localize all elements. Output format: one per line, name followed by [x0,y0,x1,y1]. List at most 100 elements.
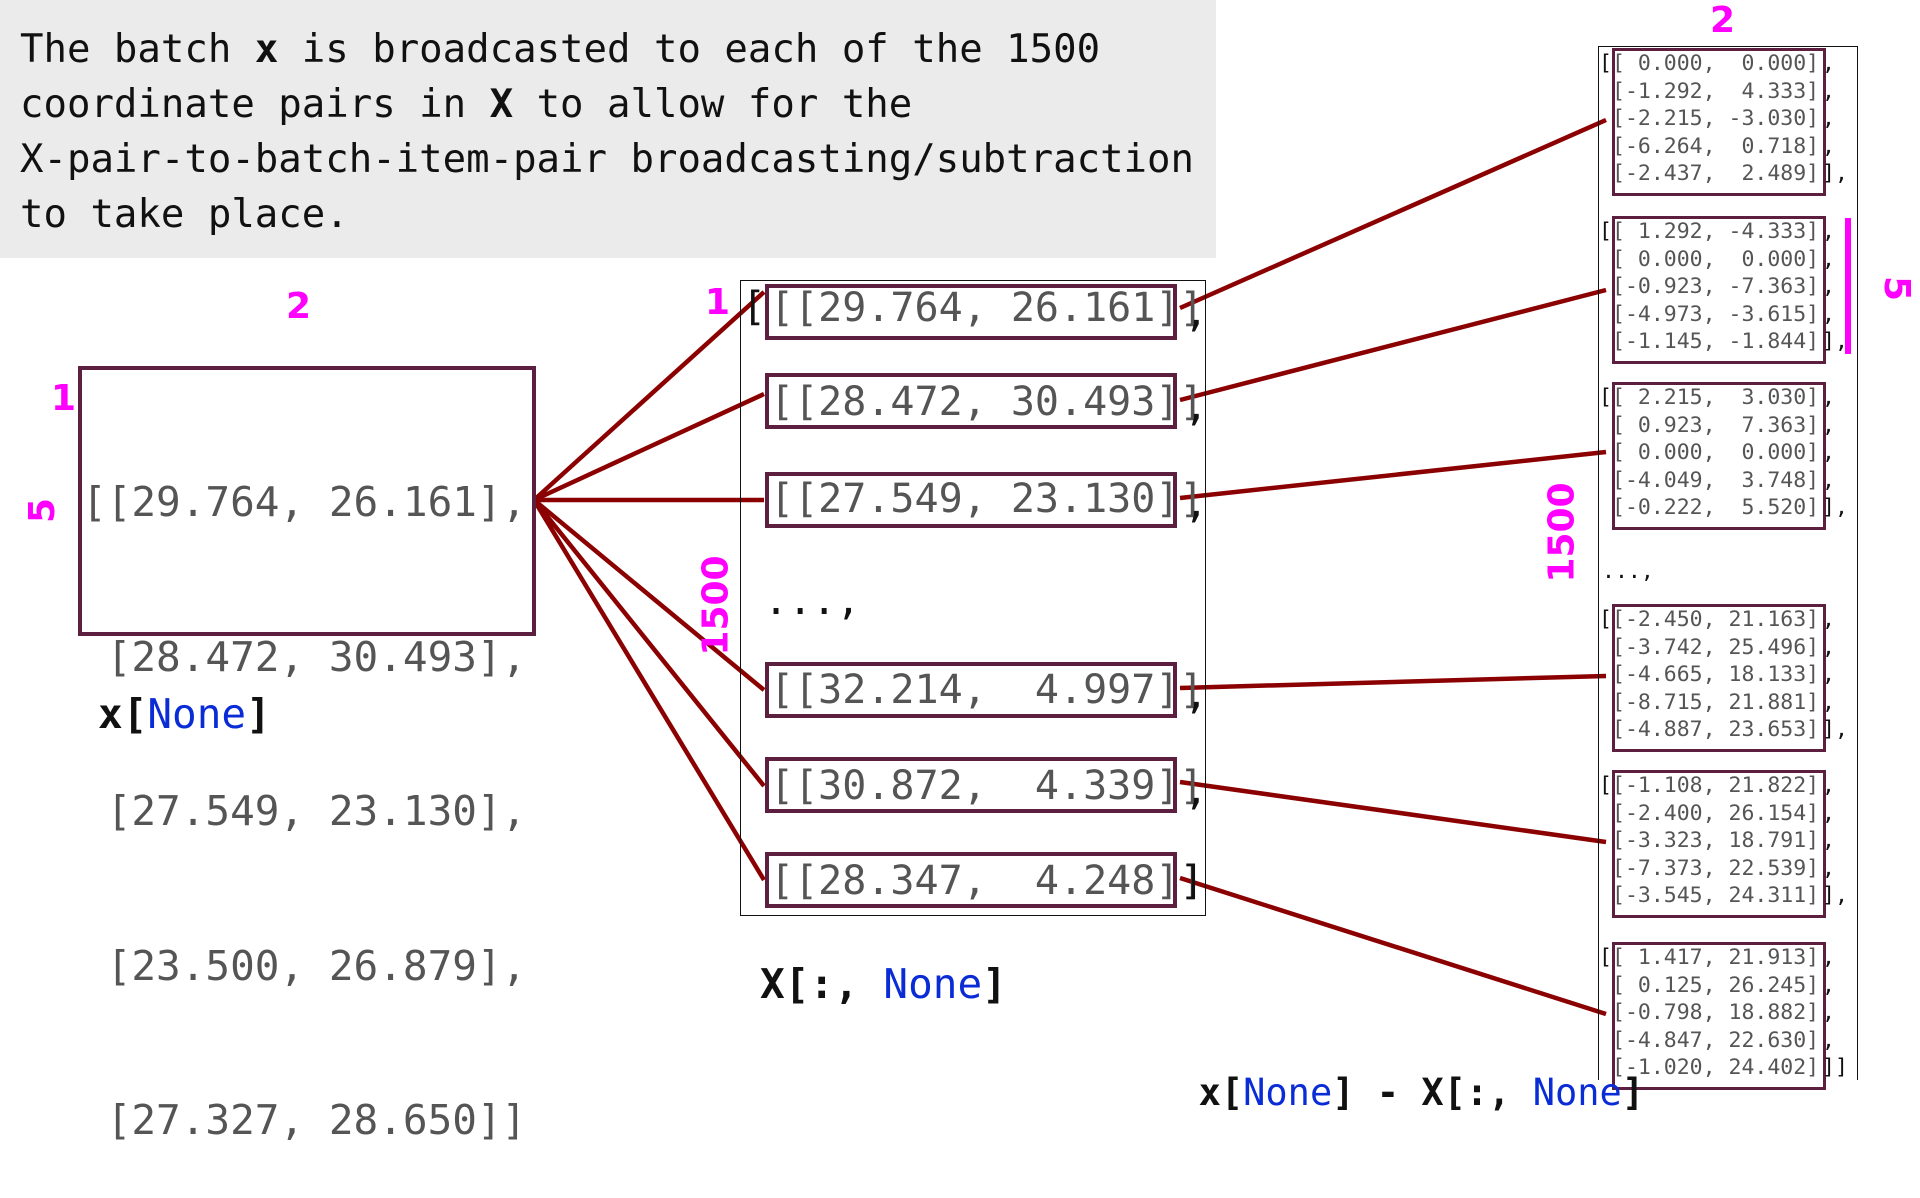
result-row: [-2.437, 2.489] [1612,161,1820,186]
row-suffix: , [1822,385,1835,410]
dim-label-cols: 2 [286,286,312,327]
result-row: [-1.020, 24.402] [1612,1055,1820,1080]
middle-array-frame [740,280,1206,916]
row-suffix: , [1822,106,1835,131]
row-suffix: , [1822,274,1835,299]
result-row: [ 0.000, 0.000] [1612,440,1820,465]
group-open-bracket: [ [1599,51,1612,76]
middle-row: [[27.549, 23.130]] [770,476,1204,522]
row-suffix: , [1184,290,1209,336]
row-suffix: , [1822,219,1835,244]
row-suffix: , [1184,768,1209,814]
row-box [765,472,1177,528]
result-row: [-3.545, 24.311] [1612,883,1820,908]
row-suffix: , [1822,440,1835,465]
left-matrix: [[29.764, 26.161], [28.472, 30.493], [27… [82,374,526,1198]
result-row: [ 0.000, 0.000] [1612,246,1820,272]
caption-text: is broadcasted to each of the 1500 [278,27,1101,72]
row-suffix: ], [1822,161,1848,186]
group-open-bracket: [ [1599,773,1612,798]
row-suffix: ], [1822,329,1848,354]
row-suffix: , [1822,945,1835,970]
result-row: [-4.887, 23.653] [1612,717,1820,742]
result-line [1179,117,1607,311]
middle-array-label: X[:, None] [760,960,1007,1008]
middle-row: [[32.214, 4.997]] [770,667,1204,713]
result-group-box [1612,770,1826,918]
row-suffix: , [1822,607,1835,632]
fanout-line [532,498,766,882]
dim-label-group: 5 [1876,275,1918,302]
caption-line: X-pair-to-batch-item-pair broadcasting/s… [20,132,1196,187]
result-row: [-4.973, -3.615] [1612,301,1820,327]
result-row: [-6.264, 0.718] [1612,133,1820,159]
result-row: [-2.450, 21.163] [1612,607,1820,632]
result-row: [-0.798, 18.882] [1612,1000,1820,1025]
fanout-line [532,290,766,502]
row-suffix: , [1822,689,1835,715]
caption-text: coordinate pairs in [20,82,490,127]
row-suffix: , [1822,800,1835,826]
caption-text: The batch [20,27,255,72]
caption-box: The batch x is broadcasted to each of th… [0,0,1216,258]
result-group-box [1612,216,1826,364]
result-row: [ 0.923, 7.363] [1612,412,1820,438]
row-box [765,757,1177,813]
row-suffix: , [1822,1027,1835,1053]
result-row: [-2.215, -3.030] [1612,106,1820,131]
row-suffix: , [1822,246,1835,272]
result-row: [-4.665, 18.133] [1612,662,1820,687]
result-row: [-3.323, 18.791] [1612,828,1820,853]
middle-row: [[28.472, 30.493]] [770,379,1204,425]
row-suffix: , [1822,634,1835,660]
matrix-row: [28.472, 30.493], [82,632,527,681]
row-suffix: ], [1822,717,1848,742]
caption-line: coordinate pairs in X to allow for the [20,77,1196,132]
group-open-bracket: [ [1599,945,1612,970]
row-suffix: , [1184,384,1209,430]
row-suffix: , [1822,972,1835,998]
result-line [1179,779,1607,845]
result-row: [-8.715, 21.881] [1612,689,1820,715]
row-suffix: , [1822,133,1835,159]
dim-label-cols: 2 [1710,0,1736,41]
row-suffix: , [1822,1000,1835,1025]
result-row: [-7.373, 22.539] [1612,855,1820,881]
group-open-bracket: [ [1599,219,1612,244]
group-open-bracket: [ [1599,385,1612,410]
row-box [765,852,1177,908]
row-suffix: ]] [1822,1055,1848,1080]
row-suffix: , [1184,481,1209,527]
result-row: [-0.222, 5.520] [1612,495,1820,520]
connector-lines [532,117,1607,1017]
matrix-row: [23.500, 26.879], [82,941,527,990]
result-row: [-1.145, -1.844] [1612,329,1820,354]
row-suffix: , [1822,828,1835,853]
fanout-line [532,498,766,692]
result-group-box [1612,48,1826,196]
result-row: [-4.049, 3.748] [1612,467,1820,493]
caption-text: X-pair-to-batch-item-pair broadcasting/s… [20,137,1194,182]
middle-row: [[30.872, 4.339]] [770,763,1204,809]
result-row: [-2.400, 26.154] [1612,800,1820,826]
row-box [765,662,1177,718]
row-suffix: , [1822,412,1835,438]
result-row: [ 1.292, -4.333] [1612,219,1820,244]
row-suffix: , [1822,855,1835,881]
dim-label-rows: 1500 [1541,482,1583,583]
result-row: [ 2.215, 3.030] [1612,385,1820,410]
result-line [1179,449,1607,501]
matrix-row: [[29.764, 26.161], [82,478,527,526]
result-line [1179,287,1607,403]
dim-label-corner: 1 [705,282,731,323]
result-line [1179,673,1607,691]
left-matrix-box [78,366,536,636]
row-suffix: , [1822,467,1835,493]
caption-emphasis: x [254,27,279,72]
row-suffix: , [1822,78,1835,104]
result-row: [-0.923, -7.363] [1612,274,1820,299]
row-box [765,284,1177,340]
matrix-row: [27.549, 23.130], [82,787,527,835]
group-open-bracket: [ [1599,607,1612,632]
fanout-line [533,391,765,503]
